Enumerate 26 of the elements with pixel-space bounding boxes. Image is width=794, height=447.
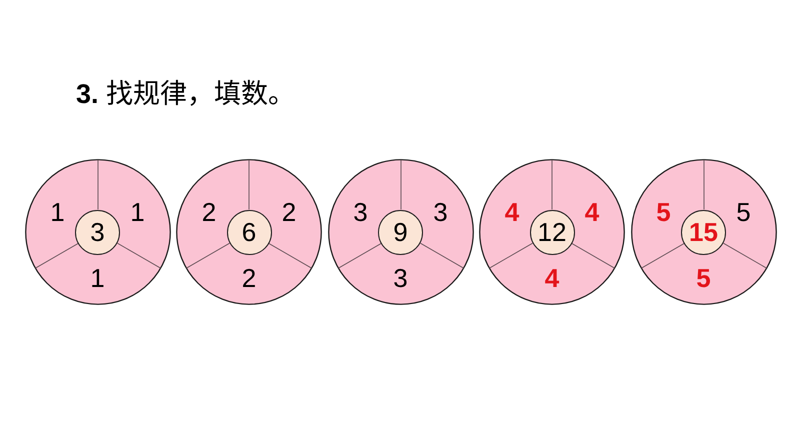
sector-number: 5 [696,264,711,292]
sector-number: 1 [50,198,65,226]
number-wheel [479,159,625,305]
title: 3. 找规律，填数。 [76,78,296,110]
number-wheel [630,159,776,305]
sector-number: 3 [353,198,368,226]
sector-number: 4 [504,198,520,226]
center-number: 3 [90,218,105,246]
center-number: 15 [689,218,718,246]
sector-number: 3 [433,198,448,226]
sector-number: 2 [282,198,296,226]
sector-number: 1 [90,264,105,292]
number-wheel [176,159,322,305]
sector-number: 3 [393,264,408,292]
sector-number: 4 [584,198,600,226]
sector-number: 2 [202,198,216,226]
number-wheel [24,159,170,305]
number-wheel [328,159,474,305]
sector-number: 2 [242,264,256,292]
center-number: 6 [242,218,256,246]
sector-number: 4 [544,264,560,292]
center-number: 12 [538,218,566,246]
sector-number: 1 [130,198,145,226]
sector-number: 5 [736,198,751,226]
sector-number: 5 [656,198,671,226]
center-number: 9 [393,218,408,246]
